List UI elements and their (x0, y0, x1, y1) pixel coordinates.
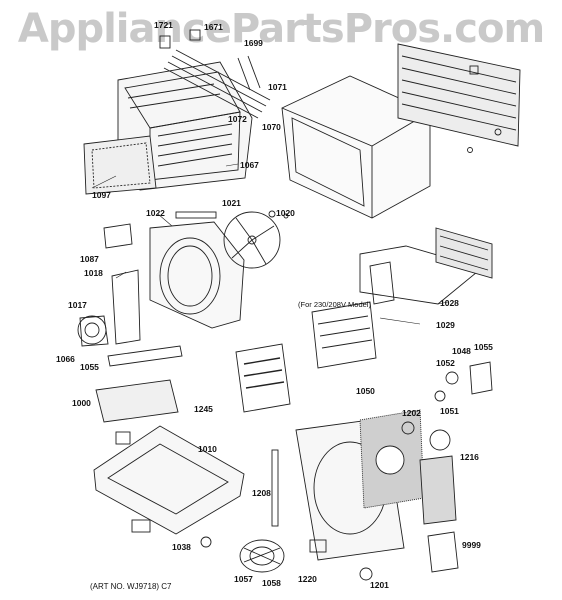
part-label-1058[interactable]: 1058 (262, 578, 281, 588)
part-label-1017[interactable]: 1017 (68, 300, 87, 310)
part-label-1202[interactable]: 1202 (402, 408, 421, 418)
part-label-1022[interactable]: 1022 (146, 208, 165, 218)
part-label-1699[interactable]: 1699 (244, 38, 263, 48)
fan-blade-drawing (223, 211, 281, 269)
misc-parts-drawing (200, 210, 459, 581)
rear-grille-drawing (397, 43, 521, 153)
part-label-1072[interactable]: 1072 (228, 114, 247, 124)
condenser-drawing (359, 227, 493, 305)
part-label-1070[interactable]: 1070 (262, 122, 281, 132)
motor-mount-drawing (77, 223, 141, 347)
part-label-1052[interactable]: 1052 (436, 358, 455, 368)
fan-shroud-drawing (149, 211, 245, 329)
blower-wheel-drawing (239, 539, 285, 573)
part-label-1671[interactable]: 1671 (204, 22, 223, 32)
part-label-1021[interactable]: 1021 (222, 198, 241, 208)
art-number: (ART NO. WJ9718) C7 (90, 582, 172, 591)
coil-screen-drawing (359, 409, 457, 525)
part-label-1028[interactable]: 1028 (440, 298, 459, 308)
part-label-1097[interactable]: 1097 (92, 190, 111, 200)
part-label-1000[interactable]: 1000 (72, 398, 91, 408)
part-label-1029[interactable]: 1029 (436, 320, 455, 330)
part-label-1048[interactable]: 1048 (452, 346, 471, 356)
model-note: (For 230/208V Model) (298, 300, 371, 309)
capacitor-drawing (434, 361, 493, 402)
part-label-9999[interactable]: 9999 (462, 540, 481, 550)
part-label-1055-right[interactable]: 1055 (474, 342, 493, 352)
part-label-1038[interactable]: 1038 (172, 542, 191, 552)
leader-lines (91, 163, 449, 325)
louver-rods-drawing (159, 29, 271, 119)
part-label-1020[interactable]: 1020 (276, 208, 295, 218)
heater-element-drawing (235, 343, 291, 413)
part-label-1245[interactable]: 1245 (194, 404, 213, 414)
part-label-1201[interactable]: 1201 (370, 580, 389, 590)
part-label-1067[interactable]: 1067 (240, 160, 259, 170)
part-label-1050[interactable]: 1050 (356, 386, 375, 396)
part-label-1071[interactable]: 1071 (268, 82, 287, 92)
filter-left-drawing (83, 135, 157, 195)
part-label-1055-left[interactable]: 1055 (80, 362, 99, 372)
electrical-panel-drawing (311, 301, 377, 369)
cabinet-drawing (281, 75, 431, 219)
part-label-1721[interactable]: 1721 (154, 20, 173, 30)
part-label-1051[interactable]: 1051 (440, 406, 459, 416)
part-label-1208[interactable]: 1208 (252, 488, 271, 498)
drain-pan-drawing (93, 345, 245, 535)
watermark-text: AppliancePartsPros.com (17, 6, 545, 52)
part-label-1010[interactable]: 1010 (198, 444, 217, 454)
part-label-1087[interactable]: 1087 (80, 254, 99, 264)
part-label-1066[interactable]: 1066 (56, 354, 75, 364)
part-label-1018[interactable]: 1018 (84, 268, 103, 278)
part-label-1220[interactable]: 1220 (298, 574, 317, 584)
part-label-1216[interactable]: 1216 (460, 452, 479, 462)
part-label-1057[interactable]: 1057 (234, 574, 253, 584)
